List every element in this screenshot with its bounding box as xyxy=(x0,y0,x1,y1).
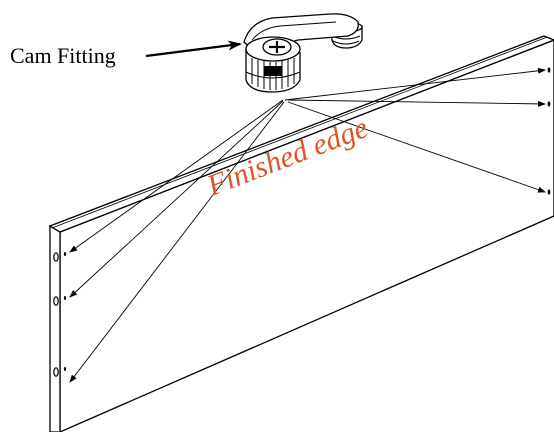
end-hole xyxy=(53,252,67,262)
panel-top-edge xyxy=(48,35,554,233)
leader-arrow xyxy=(69,99,284,253)
leader-arrow xyxy=(284,67,546,101)
end-hole xyxy=(53,367,67,377)
leader-arrow xyxy=(287,99,546,107)
end-holes xyxy=(53,252,67,377)
end-hole xyxy=(53,296,67,306)
panel-face xyxy=(59,39,554,432)
cam-fitting-icon xyxy=(243,13,363,93)
side-holes xyxy=(547,67,551,195)
cam-fitting-label: Cam Fitting xyxy=(10,43,116,68)
panel xyxy=(48,35,554,432)
side-hole xyxy=(547,101,551,107)
leader-arrow xyxy=(69,101,285,383)
leader-arrow xyxy=(69,100,284,298)
leader-arrow xyxy=(287,101,546,193)
leader-lines xyxy=(69,67,546,383)
side-hole xyxy=(547,189,551,195)
side-hole xyxy=(547,67,551,73)
cam-fitting-pointer xyxy=(145,40,242,58)
